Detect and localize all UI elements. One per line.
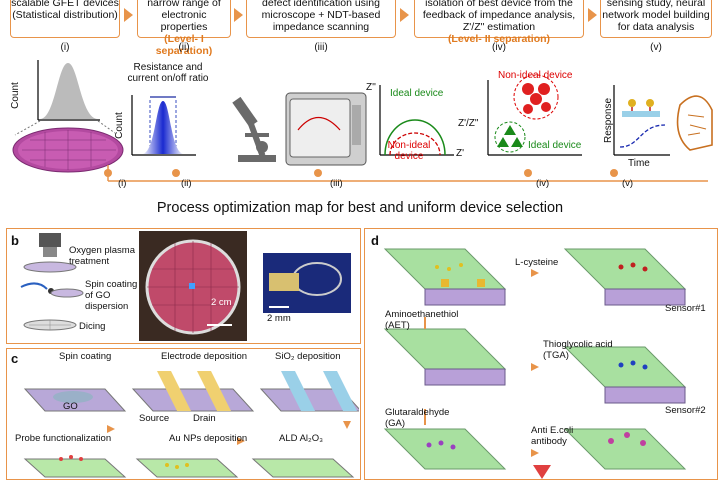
- response-axis-label: Response: [603, 97, 615, 144]
- scale-bar-label: 2 cm: [211, 297, 232, 308]
- process-step-label: Dicing: [79, 321, 106, 332]
- reagent-label: Aminoethanethiol (AET): [385, 309, 459, 331]
- sensor-label: Sensor#1: [665, 303, 706, 314]
- arrow-icon: [588, 8, 597, 22]
- step-roman: (iv): [492, 42, 506, 53]
- nonideal-device-label: Non-ideal device: [387, 140, 431, 162]
- process-illustration: [12, 60, 713, 182]
- reagent-label: L-cysteine: [515, 257, 559, 268]
- timeline-mark: (ii): [181, 178, 192, 189]
- main-title: Process optimization map for best and un…: [156, 200, 564, 216]
- sensor-label: Sensor#2: [665, 405, 706, 416]
- step-roman: (v): [650, 42, 662, 53]
- zratio-axis-label: Z'/Z": [458, 118, 479, 129]
- step-text: sensing study, neural network model buil…: [602, 0, 710, 33]
- step-roman: (iii): [314, 42, 328, 53]
- count-axis-label: Count: [113, 112, 125, 139]
- arrow-icon: [400, 8, 409, 22]
- panel-b: b Oxygen plasma treatment Spin coating o…: [6, 228, 361, 344]
- step-label: ALD Al₂O₃: [279, 433, 323, 444]
- source-label: Source: [139, 413, 170, 424]
- step-box-3: defect identification using microscope +…: [246, 0, 396, 38]
- panel-c: c Spin coating Electrode deposition SiO₂…: [6, 348, 361, 480]
- ideal-device-label: Ideal device: [390, 88, 444, 99]
- timeline-mark: (i): [118, 178, 127, 189]
- zpp-axis-label: Z'': [366, 82, 376, 93]
- step-highlight: (Level- II separation): [447, 33, 551, 45]
- step-text: defect identification using microscope +…: [261, 0, 381, 33]
- step-box-4: isolation of best device from the feedba…: [414, 0, 584, 45]
- panel-label: c: [11, 351, 19, 366]
- timeline-mark: (iv): [536, 178, 550, 189]
- step-text: isolation of best device from the feedba…: [422, 0, 576, 33]
- panel-c-illustration: [23, 371, 359, 478]
- reagent-label: Thioglycolic acid (TGA): [543, 339, 613, 361]
- go-label: GO: [63, 401, 78, 412]
- step-text: scalable GFET devices (Statistical distr…: [11, 0, 119, 21]
- time-axis-label: Time: [628, 158, 650, 169]
- arrow-icon: [234, 8, 243, 22]
- step-box-2: narrow range of electronic properties (L…: [137, 0, 231, 57]
- scale-bar-label: 2 mm: [267, 313, 291, 324]
- step-label: Electrode deposition: [161, 351, 248, 362]
- process-step-label: Spin coating of GO dispersion: [85, 279, 138, 312]
- ideal-device-label: Ideal device: [528, 140, 582, 151]
- process-step-label: Oxygen plasma treatment: [69, 245, 136, 267]
- nonideal-device-label: Non-ideal device: [498, 70, 573, 81]
- step-text: narrow range of electronic properties: [147, 0, 221, 33]
- step-label: SiO₂ deposition: [275, 351, 341, 362]
- zp-axis-label: Z': [456, 148, 465, 159]
- reagent-label: Anti E.coli antibody: [531, 425, 574, 447]
- step-roman: (i): [60, 42, 70, 53]
- drain-label: Drain: [193, 413, 216, 424]
- panel-d: d L-cysteine Sensor#1 Aminoethanethiol (…: [364, 228, 718, 480]
- panel-label: d: [371, 233, 379, 248]
- timeline-mark: (v): [622, 178, 634, 189]
- step-label: Au NPs deposition: [169, 433, 248, 444]
- step-label: Spin coating: [59, 351, 112, 362]
- step-box-5: sensing study, neural network model buil…: [600, 0, 712, 38]
- reagent-label: Glutaraldehyde (GA): [385, 407, 450, 429]
- resistance-label: Resistance and current on/off ratio: [127, 62, 209, 84]
- panel-label: b: [11, 233, 19, 248]
- panel-b-illustration: [20, 231, 351, 341]
- panel-d-illustration: [383, 248, 687, 479]
- step-label: Probe functionalization: [15, 433, 112, 444]
- timeline-mark: (iii): [330, 178, 343, 189]
- arrow-icon: [124, 8, 133, 22]
- step-box-1: scalable GFET devices (Statistical distr…: [10, 0, 120, 38]
- count-axis-label: Count: [9, 82, 21, 109]
- step-highlight: (Level- I separation): [155, 33, 213, 57]
- step-roman: (ii): [178, 42, 190, 53]
